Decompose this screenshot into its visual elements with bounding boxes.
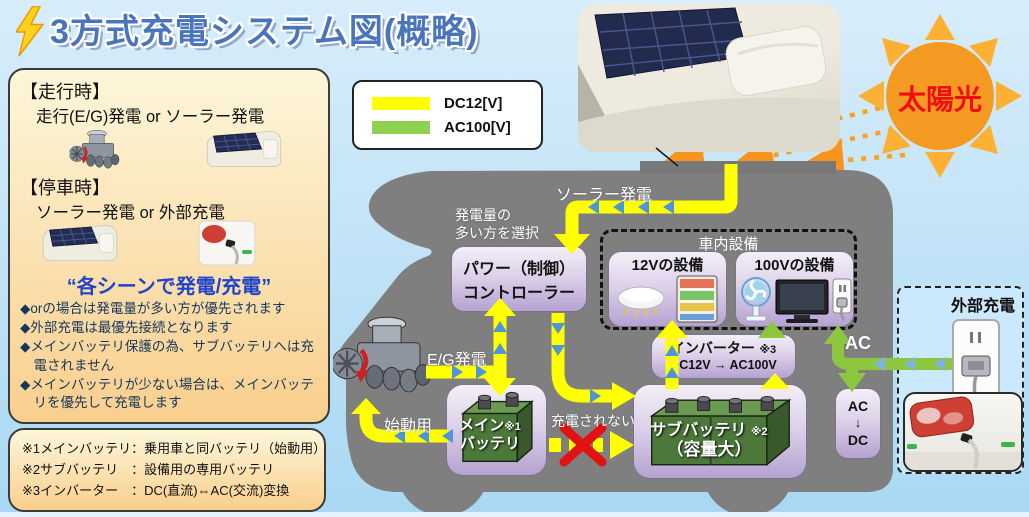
ac-line-label: AC xyxy=(845,333,871,353)
legend-row-dc: DC12[V] xyxy=(354,95,541,112)
sub-battery-note: ※2 xyxy=(750,426,768,438)
driving-heading: 【走行時】 xyxy=(20,82,110,102)
inverter-box: インバーター ※3 DC12V → AC100V xyxy=(652,335,795,378)
notes-panel: ※1メインバッテリ：乗用車と同バッテリ（始動用） ※2サブバッテリ ：設備用の専… xyxy=(8,428,326,512)
starter-label: 始動用 xyxy=(384,418,433,435)
solar-roof-thumb-icon xyxy=(40,222,120,264)
external-charge-thumb-icon xyxy=(198,220,256,266)
ac-line-label: AC100[V] xyxy=(444,118,511,136)
eg-gen-label: E/G発電 xyxy=(427,352,487,369)
main-battery-line1: メイン xyxy=(459,417,505,434)
slogan-text: “各シーンで発電/充電” xyxy=(66,276,272,298)
dc12v-equipment-label: 12Vの設備 xyxy=(631,257,704,274)
acdc-line2: DC xyxy=(847,431,869,448)
bullet-item: ◆外部充電は最優先接続となります xyxy=(20,319,233,335)
camper-roof-photo xyxy=(578,4,840,152)
main-battery-icon xyxy=(461,391,534,463)
select-larger-line2: 多い方を選択 xyxy=(455,225,539,241)
not-charged-label: 充電されない xyxy=(551,413,635,429)
solar-roof-thumb-icon xyxy=(204,128,284,170)
bottom-strip xyxy=(0,512,1029,517)
ac-line-swatch xyxy=(372,120,430,134)
driving-line: 走行(E/G)発電 or ソーラー発電 xyxy=(36,108,265,126)
parked-heading: 【停車時】 xyxy=(20,178,110,198)
dc-line-label: DC12[V] xyxy=(444,94,503,112)
sun-icon: 太陽光 xyxy=(855,12,1025,182)
cabin-equipment-box: 車内設備 12Vの設備 100Vの設備 xyxy=(600,229,857,330)
ceiling-light-icon xyxy=(617,286,665,317)
fan-icon xyxy=(741,277,771,322)
cabin-equipment-title: 車内設備 xyxy=(698,236,759,253)
refrigerator-icon xyxy=(676,275,718,323)
select-larger-line1: 発電量の xyxy=(455,207,511,223)
external-charge-title: 外部充電 xyxy=(950,298,1015,315)
wall-outlet-icon xyxy=(832,278,852,321)
ac100v-equipment-label: 100Vの設備 xyxy=(754,257,835,274)
main-battery-note: ※1 xyxy=(504,421,521,433)
bullet-item: ◆メインバッテリ保護の為、サブバッテリへは充電されません xyxy=(20,338,314,373)
acdc-arrow-glyph: ↓ xyxy=(854,415,862,431)
sub-battery-capacity: （容量大） xyxy=(666,440,752,460)
page-title-text: 3方式充電システム図(概略) xyxy=(50,13,479,51)
dc-line-swatch xyxy=(372,96,430,110)
page-title: 3方式充電システム図(概略) xyxy=(16,4,479,58)
power-controller-line2: コントローラー xyxy=(462,285,575,302)
bullet-item: ◆メインバッテリが少ない場合は、メインバッテリを優先して充電します xyxy=(20,376,314,411)
sub-battery-box: サブバッテリ ※2 （容量大） xyxy=(634,385,806,478)
acdc-line1: AC xyxy=(847,397,869,414)
photo-callout-line xyxy=(655,147,679,167)
bullet-item: ◆orの場合は発電量が多い方が優先されます xyxy=(20,301,286,316)
legend-row-ac: AC100[V] xyxy=(354,119,541,136)
line-type-legend: DC12[V] AC100[V] xyxy=(352,80,543,150)
dc12v-equipment-box: 12Vの設備 xyxy=(609,252,726,326)
engine-thumb-icon xyxy=(58,126,134,174)
power-controller-box: パワー（制御） コントローラー xyxy=(452,247,586,311)
main-battery-line2: バッテリ xyxy=(459,435,520,452)
ac-dc-converter-box: AC ↓ DC xyxy=(836,389,880,458)
external-outlet-icon xyxy=(951,318,1001,405)
car-rear-charging-photo xyxy=(903,392,1023,472)
roof-solar-panel-bar xyxy=(640,161,836,174)
inverter-name: インバーター xyxy=(670,340,755,356)
engine-icon xyxy=(333,306,437,406)
solar-gen-label: ソーラー発電 xyxy=(556,187,653,204)
tv-icon xyxy=(775,279,829,323)
sub-battery-name: サブバッテリ xyxy=(650,422,747,439)
lightning-icon xyxy=(16,6,45,57)
main-battery-box: メイン※1 バッテリ xyxy=(447,385,546,475)
note-line: ※2サブバッテリ ：設備用の専用バッテリ xyxy=(22,462,275,478)
inverter-note: ※3 xyxy=(759,344,777,356)
note-line: ※3インバーター ：DC(直流)⇔AC(交流)変換 xyxy=(22,483,290,499)
sub-battery-icon xyxy=(649,395,792,467)
sun-label: 太陽光 xyxy=(897,84,982,115)
scenes-panel: 【走行時】 走行(E/G)発電 or ソーラー発電 【停車時】 ソーラー発電 o… xyxy=(8,68,330,424)
ac100v-equipment-box: 100Vの設備 xyxy=(736,252,853,326)
note-line: ※1メインバッテリ：乗用車と同バッテリ（始動用） xyxy=(22,441,327,456)
power-controller-line1: パワー（制御） xyxy=(462,261,575,278)
parked-line: ソーラー発電 or 外部充電 xyxy=(36,204,225,222)
inverter-conversion: DC12V → AC100V xyxy=(670,358,777,372)
